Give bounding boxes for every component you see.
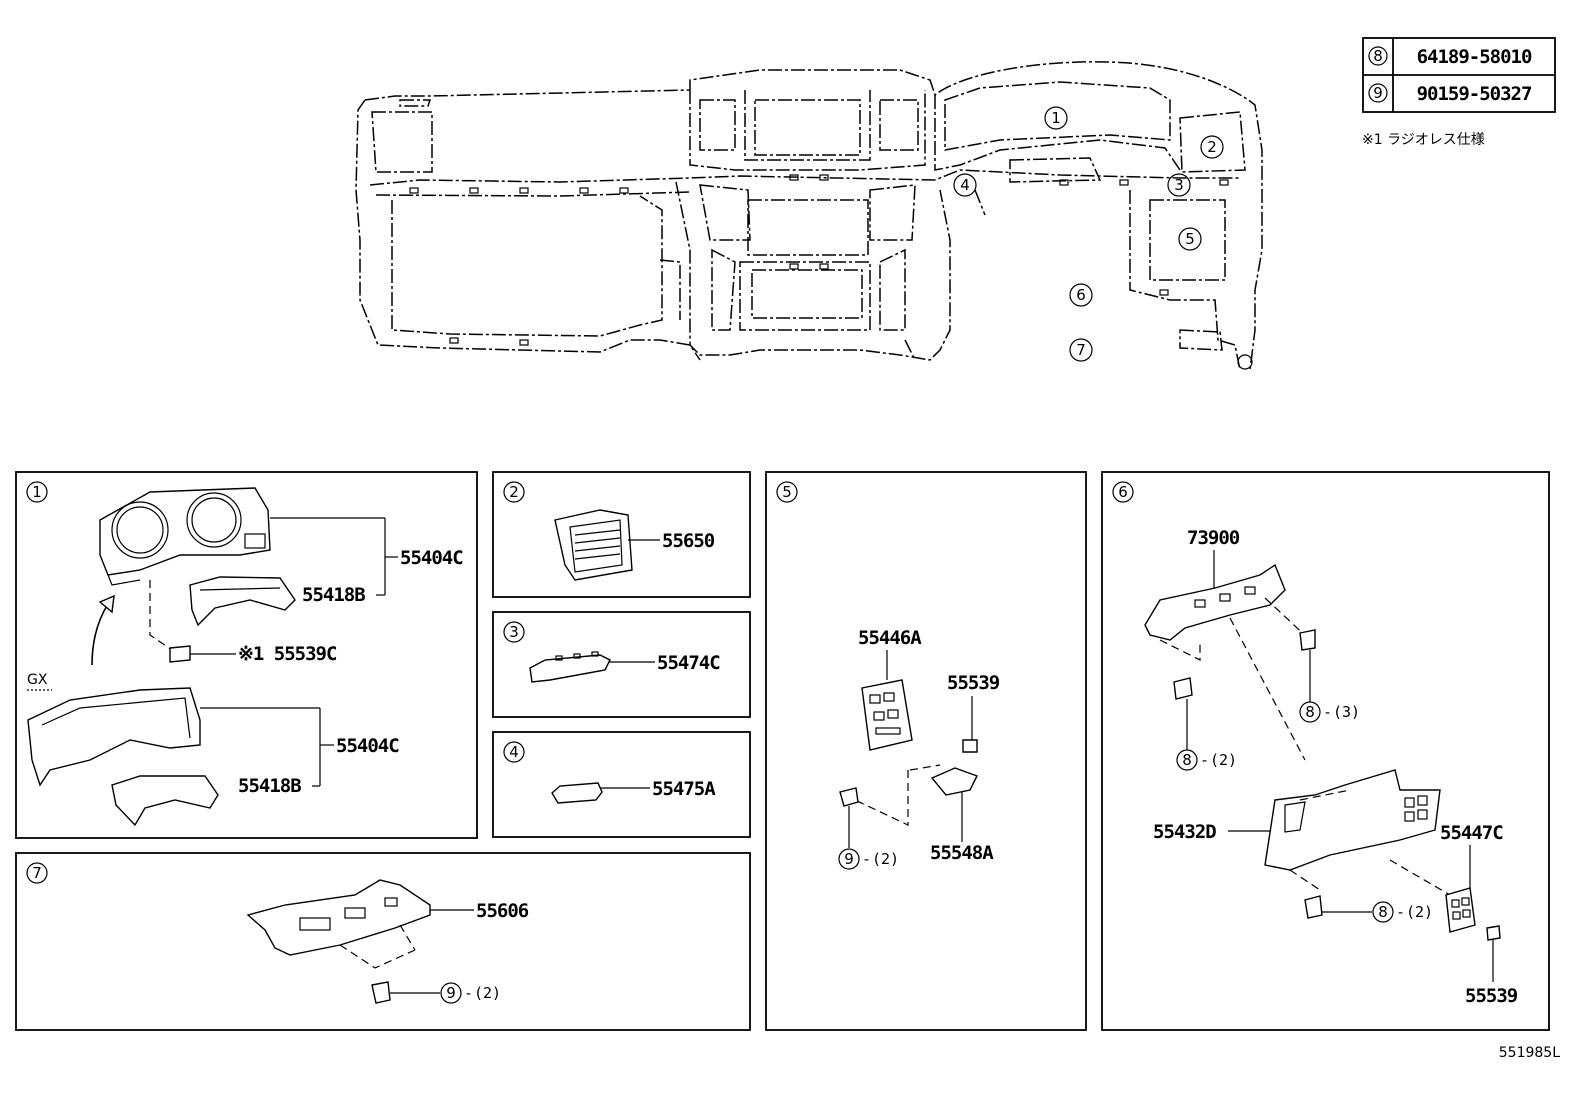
overview-callout-7: 7: [1069, 338, 1093, 362]
svg-text:-: -: [1396, 903, 1405, 921]
overview-callout-5: 5: [1178, 227, 1202, 251]
part-55418b-upper: 55418B: [302, 584, 365, 606]
part-55404c-upper: 55404C: [400, 547, 463, 569]
legend-footnote: ※1 ラジオレス仕様: [1362, 132, 1485, 148]
panel-7-fastener-ref: 9: [446, 984, 456, 1002]
legend-ref-8: 8: [1373, 47, 1383, 65]
panel-4-number: 4: [509, 743, 519, 761]
legend-part-8: 64189-58010: [1417, 46, 1532, 68]
panel-3-number: 3: [509, 623, 519, 641]
overview-callout-6: 6: [1069, 283, 1093, 307]
overview-callout-3: 3: [1167, 173, 1191, 197]
panel-7-number: 7: [32, 864, 42, 882]
part-55548a: 55548A: [930, 842, 994, 864]
panel-2: 2 55650: [492, 471, 751, 598]
svg-text:6: 6: [1076, 286, 1086, 304]
panel-6-fastener-1-ref: 8: [1305, 703, 1315, 721]
panel-4: 4 55475A: [492, 731, 751, 838]
svg-text:5: 5: [1185, 230, 1195, 248]
legend-part-9: 90159-50327: [1417, 83, 1532, 105]
part-55606: 55606: [476, 900, 529, 922]
panel-6-number: 6: [1118, 483, 1128, 501]
instrument-panel-overview: 1 2 3 4 5 6 7: [355, 61, 1263, 371]
panel-5-number: 5: [782, 483, 792, 501]
panel-6-fastener-3-ref: 8: [1378, 903, 1388, 921]
diagram-code: 551985L: [1499, 1045, 1560, 1061]
panel-6-fastener-2-qty: (2): [1210, 751, 1237, 769]
panel-6: 6 73900 8 - (3) 8 - (2) 55432D 55447C: [1101, 471, 1550, 1031]
svg-text:3: 3: [1174, 176, 1184, 194]
legend-table: 8 64189-58010 9 90159-50327 ※1 ラジオレス仕様: [1362, 37, 1556, 148]
svg-text:4: 4: [960, 176, 970, 194]
svg-text:7: 7: [1076, 341, 1086, 359]
panel-2-number: 2: [509, 483, 519, 501]
svg-text:2: 2: [1207, 138, 1217, 156]
overview-callout-4: 4: [953, 173, 977, 197]
svg-text:-: -: [1200, 751, 1209, 769]
panel-6-fastener-2-ref: 8: [1182, 751, 1192, 769]
part-73900: 73900: [1187, 527, 1240, 549]
panel-7: 7 55606 9 - (2): [15, 852, 751, 1031]
part-55432d: 55432D: [1153, 821, 1216, 843]
panel-5-fastener-qty: (2): [872, 850, 899, 868]
panel-1: 1 55404C 55418B ※1 55539C GX: [15, 471, 478, 839]
overview-callout-1: 1: [1044, 106, 1068, 130]
panel-5: 5 55446A 55539 55548A 9 - (2): [765, 471, 1087, 1031]
overview-callout-2: 2: [1200, 135, 1224, 159]
part-55539c: ※1 55539C: [238, 643, 337, 665]
part-55404c-lower: 55404C: [336, 735, 399, 757]
panel-6-fastener-1-qty: (3): [1333, 703, 1360, 721]
panel-1-number: 1: [32, 483, 42, 501]
panel-3: 3 55474C: [492, 611, 751, 718]
part-55475a: 55475A: [652, 778, 716, 800]
legend-ref-9: 9: [1373, 84, 1383, 102]
svg-text:-: -: [464, 984, 473, 1002]
panel-7-fastener-qty: (2): [474, 984, 501, 1002]
svg-text:1: 1: [1051, 109, 1061, 127]
part-55418b-lower: 55418B: [238, 775, 301, 797]
part-55474c: 55474C: [657, 652, 720, 674]
part-55539-panel6: 55539: [1465, 985, 1518, 1007]
panel-5-fastener-ref: 9: [844, 850, 854, 868]
part-55446a: 55446A: [858, 627, 922, 649]
svg-text:-: -: [1323, 703, 1332, 721]
part-55650: 55650: [662, 530, 715, 552]
panel-5-fastener-qty-dash: -: [862, 850, 871, 868]
panel-6-fastener-3-qty: (2): [1406, 903, 1433, 921]
part-55447c: 55447C: [1440, 822, 1503, 844]
variant-gx-label: GX: [27, 672, 48, 688]
part-55539-panel5: 55539: [947, 672, 1000, 694]
